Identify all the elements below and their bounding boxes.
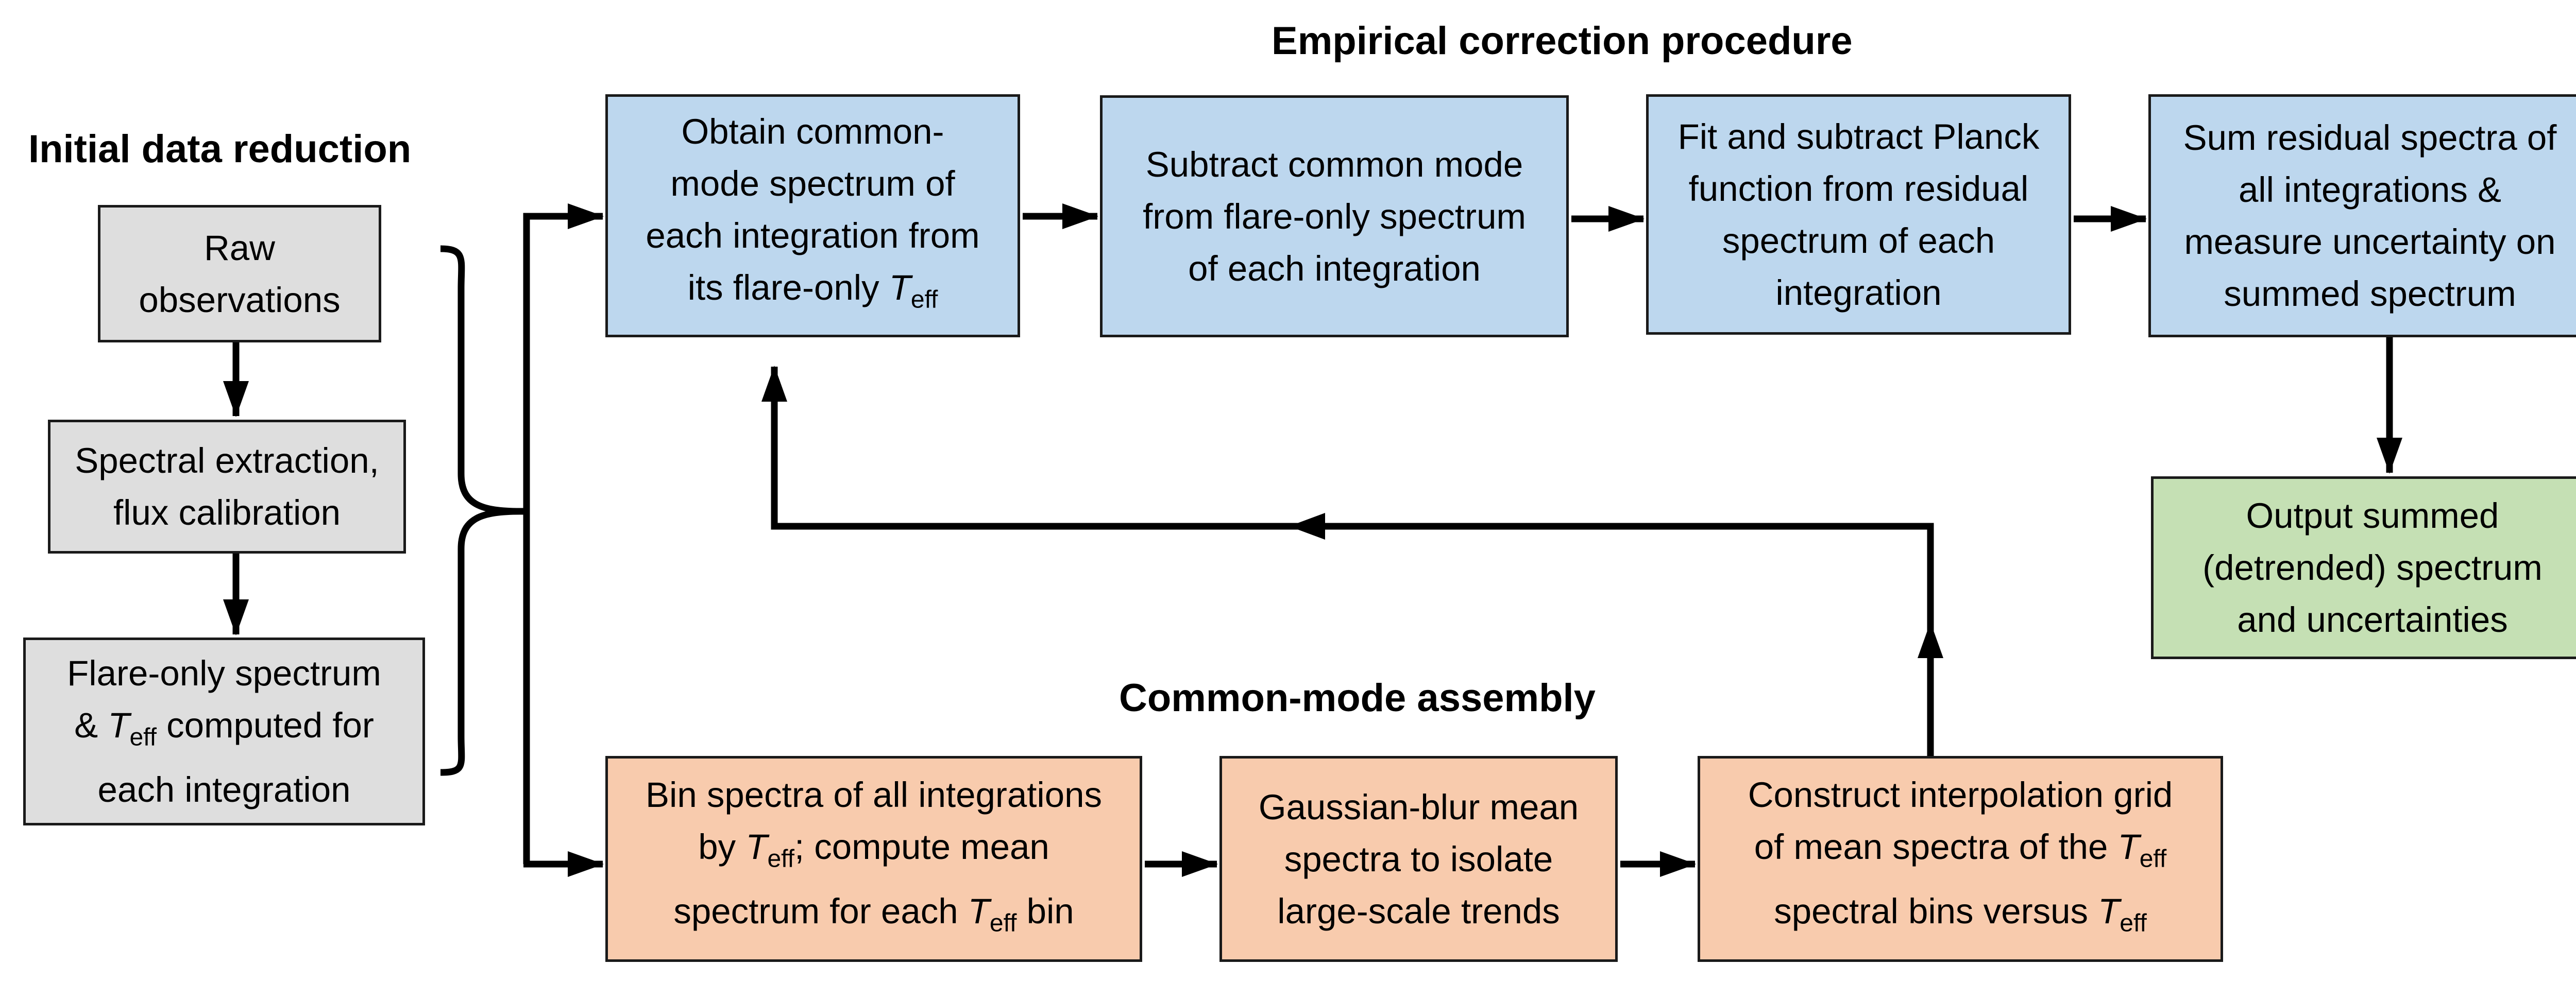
- box-text: Fit and subtract Planck: [1677, 116, 2040, 157]
- box-text: spectra to isolate: [1284, 839, 1553, 879]
- box-obtain-common-mode: Obtain common- mode spectrum of each int…: [605, 94, 1020, 337]
- teff-subscript: eff: [129, 724, 157, 751]
- text-fragment: by: [698, 827, 746, 867]
- grouping-brace: [440, 245, 521, 776]
- box-text: Subtract common mode: [1145, 144, 1523, 184]
- text-fragment: &: [74, 705, 108, 746]
- teff-subscript: eff: [767, 845, 794, 873]
- box-text: spectrum for each Teff bin: [673, 885, 1074, 949]
- box-text: spectral bins versus Teff: [1774, 885, 2147, 949]
- feedback-path: [761, 366, 1934, 632]
- box-text: Obtain common-: [681, 112, 944, 152]
- box-text: mode spectrum of: [670, 164, 955, 204]
- box-text: summed spectrum: [2224, 274, 2516, 314]
- box-text: all integrations &: [2238, 170, 2502, 210]
- teff-symbol: T: [745, 827, 768, 867]
- teff-symbol: T: [2098, 891, 2120, 931]
- box-text: function from residual: [1688, 168, 2029, 209]
- box-text: Gaussian-blur mean: [1258, 787, 1579, 827]
- box-text: Spectral extraction,: [75, 441, 379, 480]
- box-text: (detrended) spectrum: [2202, 548, 2543, 588]
- text-fragment: computed for: [156, 705, 374, 746]
- box-subtract-common-mode: Subtract common mode from flare-only spe…: [1100, 95, 1569, 337]
- box-bin-spectra: Bin spectra of all integrations by Teff;…: [605, 756, 1142, 962]
- box-text: and uncertainties: [2237, 600, 2508, 640]
- box-flare-only-spectrum: Flare-only spectrum & Teff computed for …: [23, 638, 425, 825]
- text-fragment: bin: [1016, 891, 1074, 931]
- box-text: Output summed: [2246, 496, 2499, 536]
- text-fragment: its flare-only: [687, 268, 889, 308]
- section-title-initial: Initial data reduction: [28, 127, 412, 171]
- box-text: by Teff; compute mean: [698, 821, 1049, 885]
- box-text: from flare-only spectrum: [1143, 196, 1526, 236]
- box-text: integration: [1775, 272, 1942, 313]
- box-text: its flare-only Teff: [688, 262, 938, 325]
- box-text: each integration: [97, 769, 351, 809]
- box-gaussian-blur: Gaussian-blur mean spectra to isolate la…: [1219, 756, 1618, 962]
- teff-subscript: eff: [989, 909, 1017, 937]
- box-output-summed: Output summed (detrended) spectrum and u…: [2151, 476, 2576, 659]
- teff-symbol: T: [968, 891, 990, 931]
- arrow-to-obtain: [523, 203, 604, 864]
- box-text: Sum residual spectra of: [2183, 118, 2557, 158]
- box-text: measure uncertainty on: [2184, 222, 2556, 262]
- box-text: Construct interpolation grid: [1748, 775, 2173, 815]
- box-sum-residual: Sum residual spectra of all integrations…: [2148, 94, 2576, 337]
- teff-subscript: eff: [2120, 909, 2147, 937]
- box-text: Flare-only spectrum: [67, 653, 381, 694]
- box-text: large-scale trends: [1277, 891, 1560, 931]
- teff-subscript: eff: [2139, 845, 2167, 873]
- teff-symbol: T: [108, 705, 130, 746]
- box-text: & Teff computed for: [74, 699, 374, 763]
- section-title-empirical: Empirical correction procedure: [1272, 19, 1853, 63]
- text-fragment: ; compute mean: [794, 827, 1049, 867]
- section-title-common-mode: Common-mode assembly: [1119, 676, 1596, 720]
- box-text: Raw: [204, 228, 276, 268]
- box-text: spectrum of each: [1722, 220, 1995, 261]
- box-spectral-extraction: Spectral extraction, flux calibration: [48, 420, 406, 554]
- box-fit-planck: Fit and subtract Planck function from re…: [1646, 94, 2071, 335]
- text-fragment: spectrum for each: [673, 891, 968, 931]
- box-text: flux calibration: [113, 493, 341, 532]
- text-fragment: spectral bins versus: [1774, 891, 2098, 931]
- teff-subscript: eff: [910, 286, 938, 314]
- box-raw-observations: Raw observations: [98, 205, 381, 342]
- teff-symbol: T: [889, 268, 911, 308]
- text-fragment: of mean spectra of the: [1754, 827, 2118, 867]
- box-text: observations: [139, 280, 341, 320]
- box-text: of each integration: [1188, 248, 1481, 288]
- teff-symbol: T: [2117, 827, 2140, 867]
- box-construct-grid: Construct interpolation grid of mean spe…: [1698, 756, 2223, 962]
- box-text: Bin spectra of all integrations: [646, 775, 1102, 815]
- box-text: each integration from: [646, 216, 980, 256]
- feedback-midpoint-arrowhead: [1289, 513, 1325, 540]
- box-text: of mean spectra of the Teff: [1754, 821, 2166, 885]
